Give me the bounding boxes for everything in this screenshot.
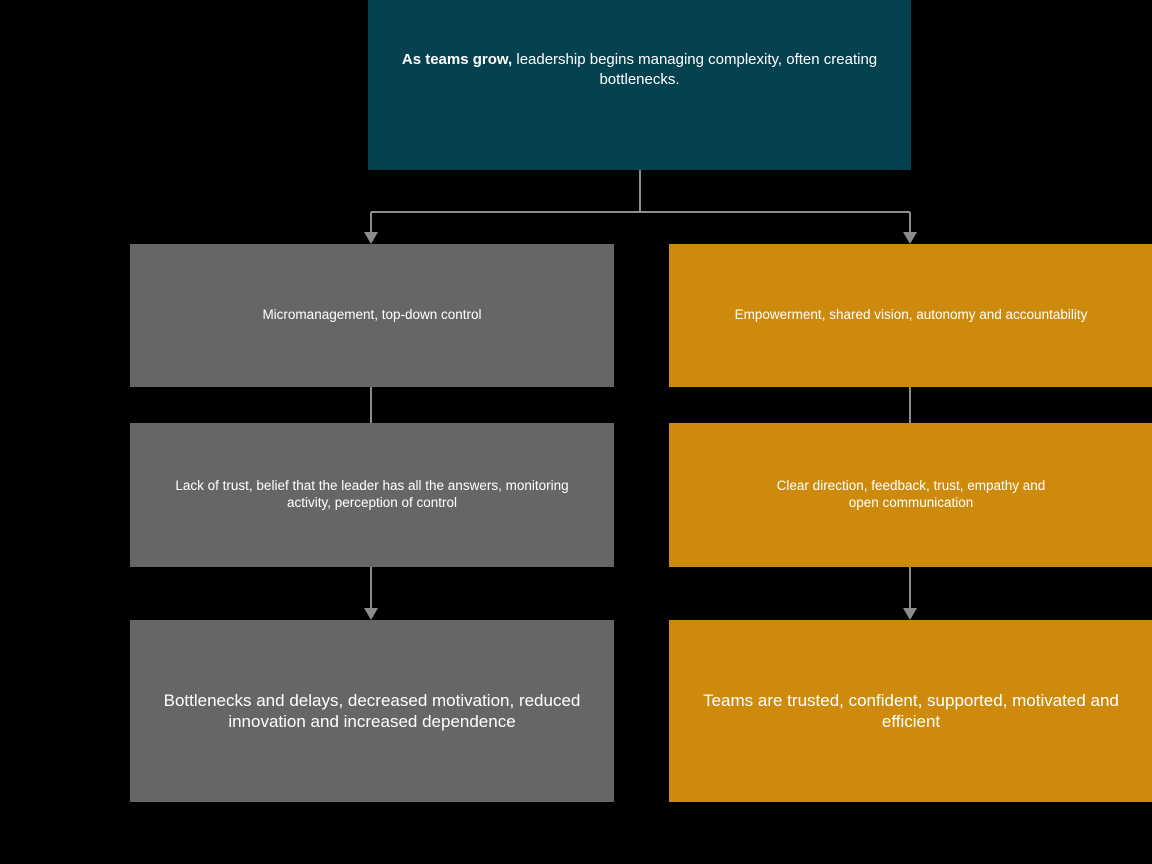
node-left-step-1[interactable]: Micromanagement, top-down control: [130, 244, 614, 387]
node-right-step-1-label: Empowerment, shared vision, autonomy and…: [734, 307, 1088, 323]
node-root-text: As teams grow, leadership begins managin…: [368, 50, 911, 90]
node-right-step-2[interactable]: Clear direction, feedback, trust, empath…: [669, 423, 1152, 567]
node-root-rest: leadership begins managing complexity, o…: [512, 51, 878, 88]
arrowhead-right-row1: [903, 232, 917, 244]
node-left-step-1-label: Micromanagement, top-down control: [262, 307, 482, 323]
node-right-step-3[interactable]: Teams are trusted, confident, supported,…: [669, 620, 1152, 802]
node-left-step-3[interactable]: Bottlenecks and delays, decreased motiva…: [130, 620, 614, 802]
node-root[interactable]: As teams grow, leadership begins managin…: [368, 0, 911, 170]
arrowhead-left-row3: [364, 608, 378, 620]
node-right-step-2-label: Clear direction, feedback, trust, empath…: [776, 478, 1046, 510]
arrowhead-left-row1: [364, 232, 378, 244]
node-root-lead: As teams grow,: [401, 51, 513, 69]
node-left-step-3-label: Bottlenecks and delays, decreased motiva…: [163, 690, 581, 731]
arrowhead-right-row3: [903, 608, 917, 620]
node-left-step-2[interactable]: Lack of trust, belief that the leader ha…: [130, 423, 614, 567]
node-left-step-2-label: Lack of trust, belief that the leader ha…: [175, 478, 569, 510]
node-right-step-3-label: Teams are trusted, confident, supported,…: [703, 690, 1119, 731]
node-right-step-1[interactable]: Empowerment, shared vision, autonomy and…: [669, 244, 1152, 387]
